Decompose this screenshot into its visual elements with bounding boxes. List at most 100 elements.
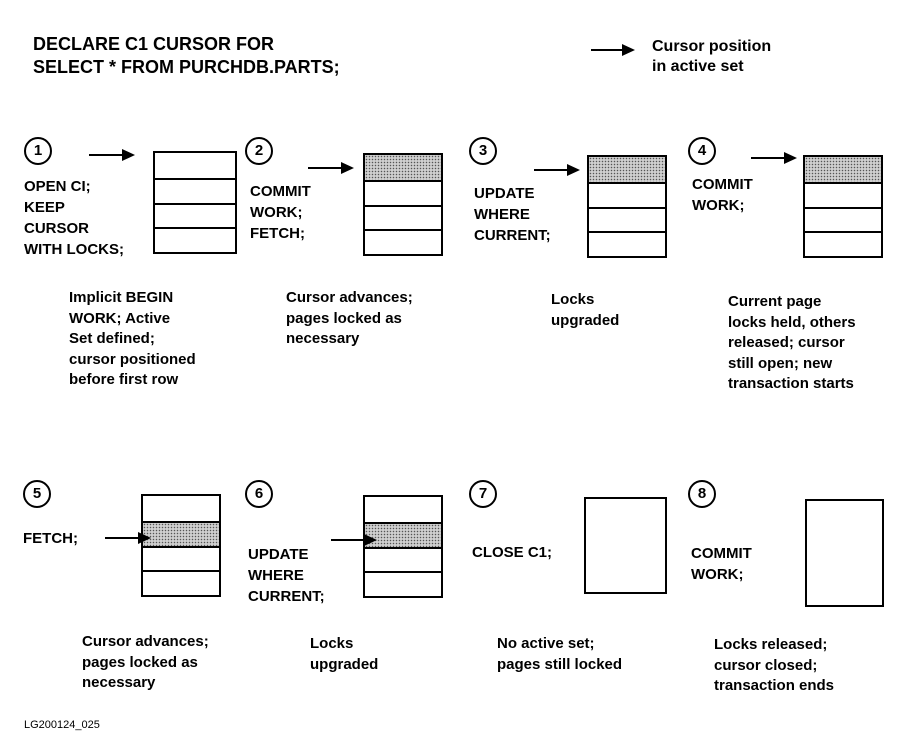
step-number-badge: 6 <box>245 480 273 508</box>
active-set-box <box>141 494 221 597</box>
description-line: upgraded <box>551 311 620 329</box>
step-command: CLOSE C1; <box>472 542 552 563</box>
page-row <box>155 227 235 252</box>
description-line: cursor closed; <box>714 656 818 674</box>
page-row <box>805 231 881 256</box>
command-line: COMMIT <box>692 176 753 193</box>
command-line: WHERE <box>474 206 530 223</box>
step-number-badge: 5 <box>23 480 51 508</box>
command-line: WORK; <box>250 204 303 221</box>
cursor-arrow-icon <box>751 152 797 164</box>
page-row <box>143 520 219 546</box>
page-row <box>365 229 441 254</box>
command-line: FETCH; <box>250 225 305 242</box>
step-command: COMMIT WORK; FETCH; <box>250 181 311 244</box>
legend-line: in active set <box>652 58 744 75</box>
command-line: WORK; <box>692 197 745 214</box>
page-row <box>365 179 441 205</box>
active-set-box <box>363 495 443 598</box>
step-number-badge: 3 <box>469 137 497 165</box>
active-set-box <box>803 155 883 258</box>
cursor-arrow-icon <box>331 534 377 546</box>
description-line: Locks <box>310 635 354 652</box>
command-line: OPEN CI; <box>24 178 91 195</box>
page-row <box>143 570 219 595</box>
step-description: Locks upgraded <box>551 290 619 331</box>
command-line: FETCH; <box>23 530 78 547</box>
description-line: Implicit BEGIN <box>69 289 174 306</box>
step-number-badge: 2 <box>245 137 273 165</box>
description-line: upgraded <box>310 655 379 673</box>
description-line: Locks <box>551 291 595 308</box>
command-line: CURSOR <box>24 220 90 237</box>
description-line: before first row <box>69 371 179 388</box>
description-line: necessary <box>82 674 156 691</box>
page-row <box>589 157 665 182</box>
page-row <box>589 181 665 207</box>
step-command: FETCH; <box>23 528 78 549</box>
step-command: COMMIT WORK; <box>692 174 753 216</box>
description-line: Cursor advances; <box>286 289 413 306</box>
title-line: DECLARE C1 CURSOR FOR <box>33 34 275 54</box>
legend-arrow-icon <box>591 44 635 56</box>
page-row <box>805 181 881 207</box>
description-line: WORK; Active <box>69 309 171 327</box>
step-number-badge: 4 <box>688 137 716 165</box>
command-line: WORK; <box>691 566 744 583</box>
title-line: SELECT * FROM PURCHDB.PARTS; <box>33 57 340 77</box>
page-row <box>365 546 441 572</box>
description-line: locks held, others <box>728 313 856 331</box>
diagram-title: DECLARE C1 CURSOR FOR SELECT * FROM PURC… <box>33 33 340 79</box>
page-row <box>155 177 235 203</box>
command-line: CLOSE C1; <box>472 544 553 561</box>
page-row <box>143 545 219 571</box>
description-line: still open; new <box>728 354 833 372</box>
step-description: No active set; pages still locked <box>497 634 622 675</box>
figure-id: LG200124_025 <box>24 719 100 731</box>
active-set-box <box>584 497 667 594</box>
active-set-box <box>363 153 443 256</box>
page-row <box>589 231 665 256</box>
description-line: pages locked as <box>82 653 198 671</box>
legend-label: Cursor position in active set <box>652 37 771 77</box>
command-line: KEEP <box>24 199 65 216</box>
step-description: Locks upgraded <box>310 634 378 675</box>
command-line: COMMIT <box>250 183 311 200</box>
description-line: transaction ends <box>714 677 835 694</box>
legend-line: Cursor position <box>652 38 772 55</box>
cursor-arrow-icon <box>105 532 151 544</box>
active-set-box <box>153 151 237 254</box>
description-line: pages locked as <box>286 309 402 327</box>
step-description: Cursor advances; pages locked as necessary <box>286 288 413 350</box>
active-set-box <box>587 155 667 258</box>
page-row <box>365 521 441 547</box>
cursor-arrow-icon <box>89 149 135 161</box>
description-line: No active set; <box>497 635 595 652</box>
command-line: COMMIT <box>691 545 752 562</box>
description-line: cursor positioned <box>69 350 196 368</box>
command-line: UPDATE <box>474 185 535 202</box>
page-row <box>805 206 881 232</box>
page-row <box>805 157 881 182</box>
page-row <box>365 155 441 180</box>
cursor-arrow-icon <box>534 164 580 176</box>
command-line: CURRENT; <box>474 227 551 244</box>
step-description: Locks released; cursor closed; transaction… <box>714 635 834 697</box>
description-line: pages still locked <box>497 655 623 673</box>
description-line: Current page <box>728 293 822 310</box>
command-line: CURRENT; <box>248 588 325 605</box>
step-command: UPDATE WHERE CURRENT; <box>474 183 551 246</box>
page-row <box>365 497 441 522</box>
step-number-badge: 7 <box>469 480 497 508</box>
description-line: Locks released; <box>714 636 828 653</box>
description-line: Set defined; <box>69 330 155 347</box>
description-line: necessary <box>286 330 360 347</box>
page-row <box>365 204 441 230</box>
page-row <box>155 202 235 228</box>
page-row <box>589 206 665 232</box>
